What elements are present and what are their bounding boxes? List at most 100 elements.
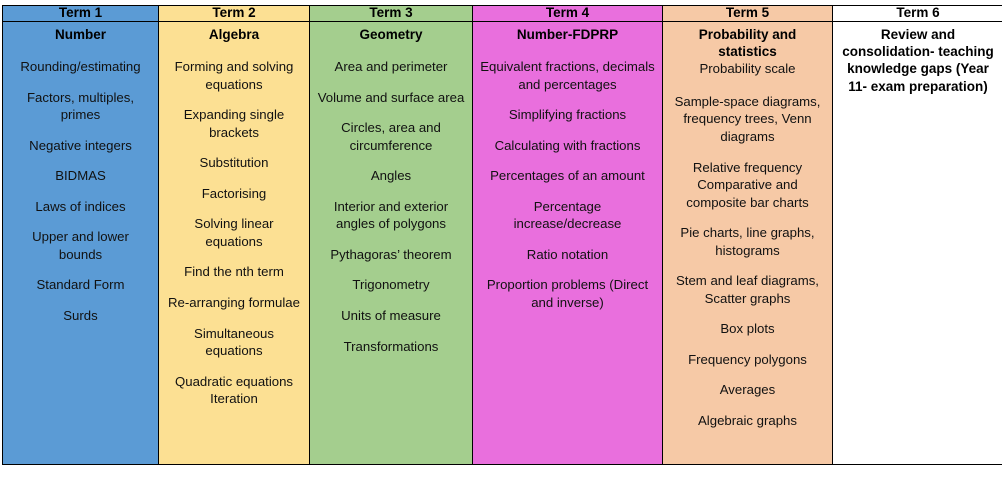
topic-item: BIDMAS [55, 168, 106, 184]
topic-spacer [669, 211, 826, 224]
topic-spacer [165, 360, 303, 373]
term-cell-6: Review and consolidation- teaching knowl… [832, 20, 1002, 465]
subject-title-1: Number [54, 26, 106, 42]
topic-spacer [479, 124, 656, 137]
topic-item: Standard Form [36, 277, 125, 293]
topic-item: Percentage increase/decrease [513, 198, 622, 232]
topic-item: Proportion problems (Direct and inverse) [486, 277, 649, 311]
spacer [316, 43, 466, 58]
topic-spacer [9, 185, 152, 198]
topic-item: Simultaneous equations [194, 325, 274, 359]
topic-spacer [316, 185, 466, 198]
topic-item: Expanding single brackets [183, 107, 285, 140]
topic-spacer [479, 185, 656, 198]
subject-title-5: Probability and statistics [698, 26, 797, 60]
topic-spacer [165, 172, 303, 185]
topic-item: Laws of indices [35, 198, 126, 214]
topic-spacer [669, 338, 826, 351]
topic-item: Negative integers [29, 137, 132, 153]
topic-item: Percentages of an amount [490, 168, 645, 184]
topic-spacer [669, 307, 826, 320]
topic-item: Sample-space diagrams, frequency trees, … [674, 93, 821, 145]
topic-item: Averages [719, 382, 776, 398]
topic-item: Simplifying fractions [508, 107, 627, 123]
topic-spacer [479, 154, 656, 167]
spacer [479, 43, 656, 58]
topic-spacer [9, 154, 152, 167]
term-header-3: Term 3 [309, 5, 473, 22]
spacer [669, 78, 826, 93]
topic-item: Stem and leaf diagrams,Scatter graphs [676, 273, 819, 306]
topic-item: Frequency polygons [688, 351, 807, 367]
term-header-1: Term 1 [2, 5, 159, 22]
topic-item: Ratio notation [526, 246, 609, 262]
topic-spacer [316, 233, 466, 246]
topic-spacer [9, 124, 152, 137]
curriculum-table: Term 1 Term 2 Term 3 Term 4 Term 5 Term … [2, 5, 1002, 465]
topic-spacer [669, 368, 826, 381]
spacer [9, 43, 152, 58]
topic-spacer [165, 312, 303, 325]
subject-title-2: Algebra [208, 26, 260, 42]
topic-spacer [316, 76, 466, 89]
topic-item: Surds [63, 308, 98, 324]
topic-item: Interior and exterior angles of polygons [333, 198, 449, 232]
topic-spacer [165, 93, 303, 106]
term-cell-5: Probability and statistics Probability s… [662, 20, 833, 465]
topic-item: Equivalent fractions, decimals and perce… [480, 59, 655, 92]
header-row: Term 1 Term 2 Term 3 Term 4 Term 5 Term … [2, 5, 1002, 22]
spacer [165, 43, 303, 58]
topic-spacer [165, 281, 303, 294]
topic-spacer [479, 93, 656, 106]
topic-list-4: Equivalent fractions, decimals and perce… [479, 58, 656, 311]
term-cell-4: Number-FDPRP Equivalent fractions, decim… [472, 20, 663, 465]
topic-item: Solving linear equations [194, 216, 274, 249]
topic-item: Forming and solving equations [174, 59, 294, 92]
subject-title-6: Review and consolidation- teaching knowl… [842, 26, 994, 94]
topic-item: Box plots [720, 321, 775, 337]
topic-spacer [165, 202, 303, 215]
term-header-5: Term 5 [662, 5, 833, 22]
topic-spacer [9, 215, 152, 228]
topic-spacer [316, 294, 466, 307]
topic-spacer [9, 76, 152, 89]
topic-spacer [669, 259, 826, 272]
topic-spacer [316, 106, 466, 119]
topic-item: Factorising [201, 185, 267, 201]
term-header-2: Term 2 [158, 5, 310, 22]
topic-spacer [316, 325, 466, 338]
topic-item: Upper and lower bounds [32, 229, 129, 262]
topic-item: Substitution [199, 155, 269, 171]
term-header-4: Term 4 [472, 5, 663, 22]
subject-title-4: Number-FDPRP [516, 26, 619, 42]
topic-spacer [669, 399, 826, 412]
topic-spacer [479, 233, 656, 246]
topic-item: Pythagoras’ theorem [330, 246, 452, 262]
topic-spacer [165, 141, 303, 154]
first-topic-5: Probability scale [699, 61, 796, 77]
topic-item: Angles [370, 168, 412, 184]
topic-item: Algebraic graphs [698, 413, 797, 429]
topic-item: Area and perimeter [334, 59, 448, 75]
topic-spacer [316, 263, 466, 276]
topic-item: Calculating with fractions [494, 137, 641, 153]
topic-item: Factors, multiples, primes [27, 89, 134, 123]
topic-list-5: Sample-space diagrams, frequency trees, … [669, 93, 826, 430]
topic-item: Re-arranging formulae [168, 295, 300, 311]
topic-spacer [316, 154, 466, 167]
topic-item: Find the nth term [184, 264, 284, 280]
topic-spacer [165, 250, 303, 263]
topic-item: Units of measure [341, 308, 441, 324]
topic-item: Rounding/estimating [20, 59, 141, 75]
term-header-6: Term 6 [832, 5, 1002, 22]
topic-spacer [669, 146, 826, 159]
topic-spacer [9, 263, 152, 276]
topic-item: Transformations [343, 338, 439, 354]
subject-title-3: Geometry [359, 26, 423, 42]
